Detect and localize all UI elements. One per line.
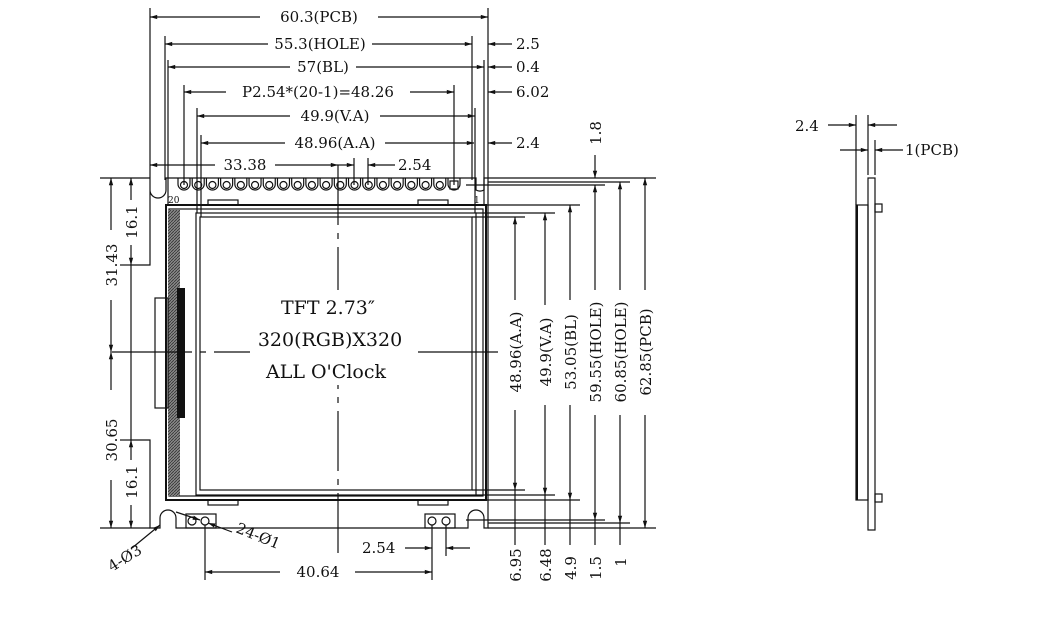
dim-upper-half: 31.43 [103, 244, 121, 287]
tab-top-right [417, 199, 449, 206]
driver-ic [177, 288, 185, 418]
dim-pcb-width: 60.3(PCB) [280, 8, 358, 26]
pin-pad [376, 178, 390, 191]
pin-hole [322, 180, 331, 190]
pin-hole [364, 180, 373, 190]
pin-hole [393, 180, 402, 190]
title-text: TFT 2.73″ [281, 297, 375, 319]
pin-pad [248, 178, 262, 191]
offset-bottom-hole-inner: 1.5 [587, 556, 605, 580]
offset-bottom-bl: 4.9 [562, 556, 580, 580]
side-tab-bottom [874, 493, 883, 503]
pin-hole [435, 180, 444, 190]
offset-bottom-hole-outer: 1 [612, 557, 630, 567]
pin-pad [177, 178, 191, 191]
pin-hole [407, 180, 416, 190]
pin-label-20: 20 [168, 196, 180, 206]
dim-aa-width: 48.96(A.A) [294, 134, 375, 152]
dim-va-height: 49.9(V.A) [537, 318, 555, 387]
offset-pin: 6.02 [516, 83, 549, 101]
offset-aa: 2.4 [516, 134, 540, 152]
left-dimensions: 31.43 30.65 16.1 16.1 [100, 177, 150, 529]
pin-pad [262, 178, 276, 191]
bottom-dimensions: 4-Ø3 24-Ø1 2.54 40.64 [105, 511, 470, 581]
pin-hole [307, 180, 316, 190]
dim-top-tab: 16.1 [123, 205, 141, 238]
pin-pad [362, 178, 376, 191]
side-pcb [867, 177, 876, 531]
offset-bottom-va: 6.48 [537, 548, 555, 581]
pin-pad [319, 178, 333, 191]
pin-pad [291, 178, 305, 191]
pin-hole [250, 180, 260, 190]
dim-aa-height: 48.96(A.A) [507, 311, 525, 392]
pin-pad [390, 178, 404, 191]
pin-hole [279, 180, 288, 190]
pin-pad [234, 178, 248, 191]
tab-top-left [207, 199, 239, 206]
dim-top-offset: 1.8 [587, 121, 605, 145]
pin-pad [447, 178, 461, 191]
dim-bl-width: 57(BL) [297, 58, 349, 76]
dim-bl-height: 53.05(BL) [562, 314, 580, 390]
pin-pad [418, 178, 433, 191]
small-hole-callout: 24-Ø1 [234, 519, 283, 553]
bottom-pin-pitch: 2.54 [362, 539, 395, 557]
big-hole-callout: 4-Ø3 [105, 541, 145, 576]
dim-pin-pitch-span: P2.54*(20-1)=48.26 [242, 83, 394, 101]
dim-center-offset: 33.38 [224, 156, 267, 174]
viewing-area [195, 212, 477, 496]
pin-pad [404, 178, 418, 191]
side-tab-top [874, 203, 883, 213]
right-dimensions: 48.96(A.A) 49.9(V.A) 53.05(BL) 59.55(HOL… [466, 121, 656, 582]
tab-bottom-right [417, 499, 449, 506]
pin-hole [378, 180, 388, 190]
pcb-outline [130, 177, 489, 529]
dim-pin-pitch: 2.54 [398, 156, 431, 174]
pin-row [177, 178, 461, 191]
pin-hole [265, 180, 274, 190]
top-dimensions: 60.3(PCB) 55.3(HOLE) 57(BL) P2.54*(20-1)… [149, 8, 549, 217]
pin-hole [236, 180, 245, 190]
pin-hole [293, 180, 302, 190]
orientation-text: ALL O'Clock [265, 361, 386, 383]
dim-hole-height-outer: 60.85(HOLE) [612, 302, 630, 403]
pin-hole [336, 180, 345, 190]
pin-pad [220, 178, 234, 191]
side-pcb-thickness: 1(PCB) [905, 141, 959, 159]
tab-bottom-left [207, 499, 239, 506]
side-thickness: 2.4 [795, 117, 819, 135]
dim-lower-half: 30.65 [103, 419, 121, 462]
fpc-tab [154, 297, 169, 409]
pin-pad [276, 178, 291, 191]
pin-label-1: 1 [474, 196, 480, 206]
front-view: 20 1 TFT 2.73″ 320(RGB)X320 ALL O'Clock [112, 165, 500, 560]
fpc-hatched-strip [168, 210, 180, 496]
dim-hole-width: 55.3(HOLE) [274, 35, 365, 53]
side-view: 2.4 1(PCB) [795, 115, 959, 531]
dim-va-width: 49.9(V.A) [301, 107, 370, 125]
offset-bottom-aa: 6.95 [507, 548, 525, 581]
pin-pad [333, 178, 347, 191]
pin-hole [421, 180, 430, 190]
pin-pad [347, 178, 362, 191]
bottom-holes [185, 513, 456, 529]
dim-pcb-height: 62.85(PCB) [637, 308, 655, 395]
bottom-pin-span: 40.64 [297, 563, 340, 581]
offset-hole: 2.5 [516, 35, 540, 53]
pin-hole [208, 180, 217, 190]
pin-pad [305, 178, 319, 191]
dim-bottom-tab: 16.1 [123, 465, 141, 498]
active-area [199, 216, 473, 491]
resolution-text: 320(RGB)X320 [258, 329, 402, 351]
pin-hole [194, 180, 203, 190]
dim-hole-height-inner: 59.55(HOLE) [587, 302, 605, 403]
pin-pad [205, 178, 220, 191]
pin-pad [433, 178, 447, 191]
offset-bl: 0.4 [516, 58, 540, 76]
pin-hole [222, 180, 231, 190]
pin-pad [191, 178, 205, 191]
